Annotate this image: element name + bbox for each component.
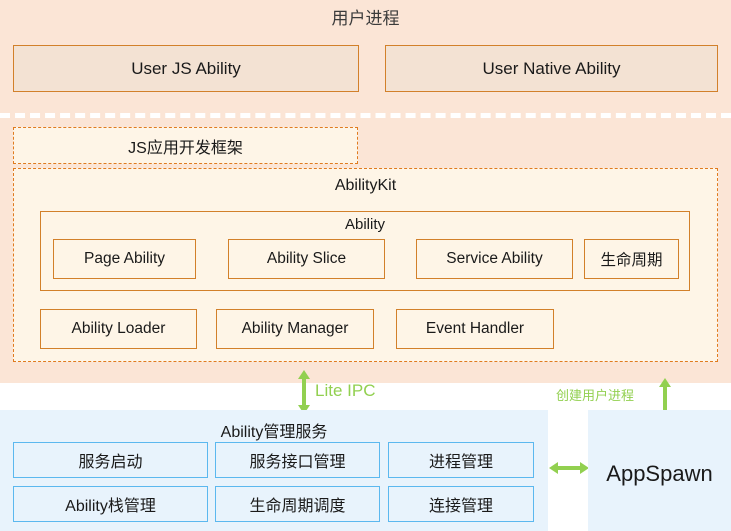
create-user-process-label: 创建用户进程 — [556, 388, 635, 403]
service-start-box[interactable]: 服务启动 — [13, 442, 208, 478]
connection-mgmt-box[interactable]: 连接管理 — [388, 486, 534, 522]
js-framework-box[interactable]: JS应用开发框架 — [13, 127, 358, 164]
event-handler-box[interactable]: Event Handler — [396, 309, 554, 349]
ability-loader-box[interactable]: Ability Loader — [40, 309, 197, 349]
create-user-process-up-arrow-icon — [659, 378, 671, 414]
service-start-label: 服务启动 — [78, 454, 143, 471]
appspawn-label: AppSpawn — [606, 461, 713, 486]
page-ability-box[interactable]: Page Ability — [53, 239, 196, 279]
ability-stack-mgmt-box[interactable]: Ability栈管理 — [13, 486, 208, 522]
abilitykit-title: AbilityKit — [334, 177, 397, 194]
dashed-separator-line — [0, 113, 731, 118]
service-interface-mgmt-box[interactable]: 服务接口管理 — [215, 442, 380, 478]
lifecycle-scheduling-box[interactable]: 生命周期调度 — [215, 486, 380, 522]
js-framework-label: JS应用开发框架 — [128, 139, 243, 157]
user-native-ability-label: User Native Ability — [482, 58, 621, 78]
user-js-ability-label: User JS Ability — [131, 58, 241, 78]
service-ability-label: Service Ability — [446, 250, 543, 267]
abilitykit-container: AbilityKit Ability Page Ability Ability … — [13, 168, 718, 362]
lifecycle-box[interactable]: 生命周期 — [584, 239, 679, 279]
appspawn-region: AppSpawn — [588, 410, 731, 531]
lite-ipc-label: Lite IPC — [315, 381, 376, 400]
event-handler-label: Event Handler — [425, 320, 525, 337]
ability-manager-service-title: Ability管理服务 — [220, 424, 328, 441]
user-process-region: 用户进程 User JS Ability User Native Ability… — [0, 0, 731, 383]
ability-slice-label: Ability Slice — [266, 250, 347, 267]
ability-manager-label: Ability Manager — [241, 320, 349, 337]
user-process-title: 用户进程 — [331, 9, 400, 28]
service-ability-box[interactable]: Service Ability — [416, 239, 573, 279]
process-mgmt-box[interactable]: 进程管理 — [388, 442, 534, 478]
ability-group-container: Ability Page Ability Ability Slice Servi… — [40, 211, 690, 291]
ability-group-title: Ability — [344, 216, 385, 233]
ability-loader-label: Ability Loader — [71, 320, 166, 337]
ability-slice-box[interactable]: Ability Slice — [228, 239, 385, 279]
connection-mgmt-label: 连接管理 — [428, 498, 493, 515]
lite-ipc-double-arrow-icon — [298, 370, 310, 414]
lifecycle-scheduling-label: 生命周期调度 — [249, 498, 346, 515]
user-native-ability-box[interactable]: User Native Ability — [385, 45, 718, 92]
ability-manager-box[interactable]: Ability Manager — [216, 309, 374, 349]
ability-stack-mgmt-label: Ability栈管理 — [65, 498, 156, 515]
lifecycle-label: 生命周期 — [600, 252, 663, 269]
appspawn-double-arrow-icon — [549, 462, 589, 474]
process-mgmt-label: 进程管理 — [428, 454, 493, 471]
service-interface-mgmt-label: 服务接口管理 — [249, 454, 346, 471]
page-ability-label: Page Ability — [84, 250, 165, 267]
user-js-ability-box[interactable]: User JS Ability — [13, 45, 359, 92]
